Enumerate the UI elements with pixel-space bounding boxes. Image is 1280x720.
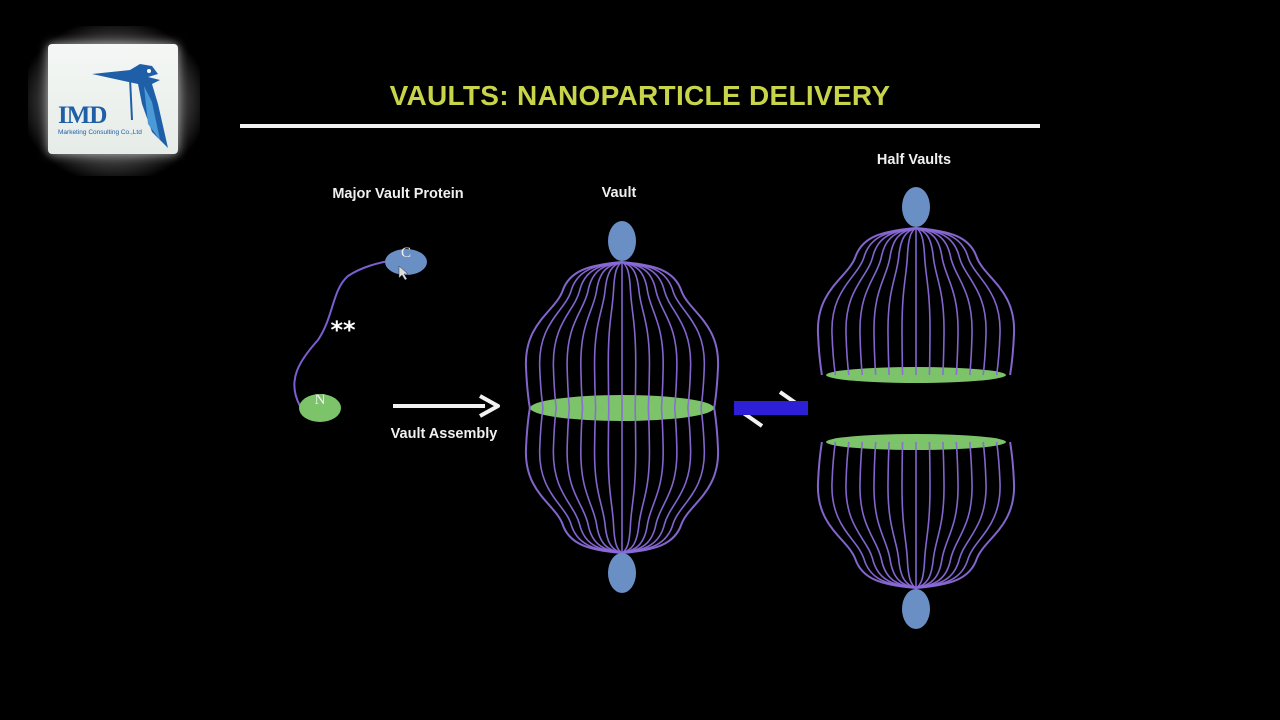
vault-rib [538, 407, 623, 554]
vault-rib [621, 261, 706, 409]
label-major-vault-protein: Major Vault Protein [332, 186, 464, 202]
logo-wordmark: IMD [58, 102, 107, 129]
vault-rib [915, 441, 1016, 589]
vault-rib [566, 407, 623, 554]
vault-rib [831, 441, 917, 589]
vault-rib [915, 441, 987, 589]
n-terminus-label: N [315, 392, 326, 408]
label-vault: Vault [601, 185, 637, 201]
cursor-pointer-icon [398, 265, 409, 281]
vault-rib [901, 227, 917, 376]
vault-rib [873, 441, 917, 589]
vault-rib [915, 227, 931, 376]
vault-rib [915, 227, 945, 376]
vault-rib [552, 261, 623, 409]
vault-rib [621, 407, 720, 554]
vault-bottom-cap [608, 553, 636, 593]
vault-rib [621, 261, 720, 409]
vault-rib [845, 227, 917, 376]
vault-rib [915, 227, 1016, 376]
c-terminus-node [385, 249, 427, 275]
vault-rib [607, 407, 623, 554]
slide-title: VAULTS: NANOPARTICLE DELIVERY [389, 80, 891, 111]
vault-rib [915, 227, 959, 376]
vault-rib [831, 227, 917, 376]
equilibrium-arrows-icon [734, 390, 808, 428]
vault-rib [915, 441, 973, 589]
c-terminus-label: C [401, 245, 411, 261]
label-vault-assembly: Vault Assembly [390, 426, 498, 442]
vault-rib [580, 261, 623, 409]
vault-rib [887, 441, 917, 589]
vault-rib [621, 261, 651, 409]
vault-rib [607, 261, 623, 409]
vault-rib [621, 407, 651, 554]
vault-rib [621, 261, 692, 409]
vault-rib [621, 261, 678, 409]
vault-rib [621, 261, 664, 409]
vault-rib [915, 227, 987, 376]
vault-rib [915, 441, 931, 589]
vault-full [524, 261, 720, 554]
vault-rib [816, 227, 917, 376]
vault-rib [524, 261, 623, 409]
vault-rib [538, 261, 623, 409]
n-terminus-node [299, 394, 341, 422]
vault-rib [593, 407, 623, 554]
vault-rib [915, 441, 959, 589]
kingfisher-bird-icon [92, 64, 168, 148]
vault-rib [859, 441, 917, 589]
vault-rib [887, 227, 917, 376]
half-vault-top-cap [902, 187, 930, 227]
half-vault-bottom [816, 434, 1016, 589]
vault-rib [621, 407, 664, 554]
vault-rib [816, 441, 917, 589]
vault-rib [915, 227, 1001, 376]
vault-rib [901, 441, 917, 589]
vault-rib [845, 441, 917, 589]
vault-rib [621, 261, 637, 409]
vault-rib [593, 261, 623, 409]
vault-rib [859, 227, 917, 376]
logo-subtitle: Marketing Consulting Co.,Ltd [58, 129, 142, 136]
half-vault-bottom-cap [902, 589, 930, 629]
vault-rib [621, 407, 706, 554]
title-underline [240, 124, 1040, 128]
vault-rib [915, 441, 945, 589]
vault-rib [580, 407, 623, 554]
vault-top-cap [608, 221, 636, 261]
vault-rib [621, 407, 692, 554]
assembly-arrow-icon [393, 394, 500, 418]
vault-rib [873, 227, 917, 376]
protein-chain [293, 259, 397, 407]
vault-rib [524, 407, 623, 554]
half-vault-top [816, 227, 1016, 383]
marker-asterisks: ** [330, 316, 356, 344]
vault-rib [552, 407, 623, 554]
label-half-vaults: Half Vaults [876, 152, 952, 168]
vault-rib [915, 227, 973, 376]
vault-rib [621, 407, 637, 554]
vault-rib [621, 407, 678, 554]
vault-rib [915, 441, 1001, 589]
company-logo: IMD Marketing Consulting Co.,Ltd [48, 44, 178, 154]
vault-rib [566, 261, 623, 409]
